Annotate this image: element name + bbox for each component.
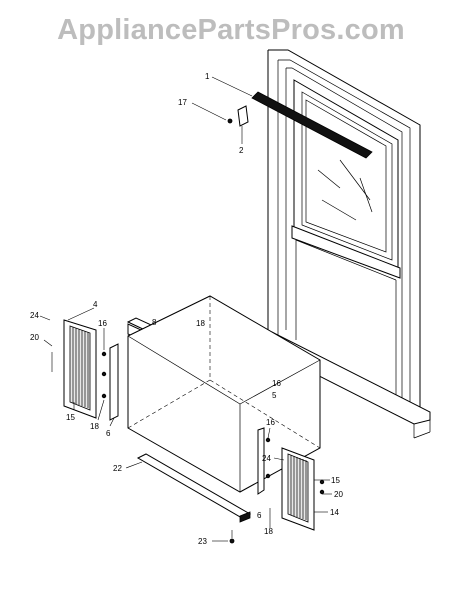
callout-23: 23 — [198, 537, 207, 546]
callout-20-left: 20 — [30, 333, 39, 342]
callout-16-right: 16 — [266, 418, 275, 427]
callout-22: 22 — [113, 464, 122, 473]
bottom-rail — [125, 453, 252, 544]
callout-15-left: 15 — [66, 413, 75, 422]
callout-16-left: 16 — [98, 319, 107, 328]
callout-18-left: 18 — [90, 422, 99, 431]
callout-18-top: 18 — [196, 319, 205, 328]
callout-20-right: 20 — [334, 490, 343, 499]
left-side-curtain — [39, 307, 119, 427]
callout-2: 2 — [239, 146, 244, 155]
callout-1: 1 — [205, 72, 210, 81]
callout-17: 17 — [178, 98, 187, 107]
callout-15-right: 15 — [331, 476, 340, 485]
callout-16-channel: 16 — [272, 379, 281, 388]
top-seal-strip — [211, 76, 373, 159]
cabinet-sleeve — [127, 295, 321, 495]
callout-8: 8 — [152, 318, 157, 327]
callout-14: 14 — [330, 508, 339, 517]
watermark: AppliancePartsPros.com — [57, 14, 405, 46]
callout-labels: 1 17 2 4 24 20 16 15 18 6 8 18 16 5 22 2… — [30, 72, 343, 546]
callout-6-right: 6 — [257, 511, 262, 520]
callout-6-left: 6 — [106, 429, 111, 438]
window-lock-bracket — [191, 102, 249, 144]
callout-18-right: 18 — [264, 527, 273, 536]
right-side-curtain — [269, 447, 332, 531]
callout-24-right: 24 — [262, 454, 271, 463]
callout-4: 4 — [93, 300, 98, 309]
callout-24-left: 24 — [30, 311, 39, 320]
callout-5: 5 — [272, 391, 277, 400]
